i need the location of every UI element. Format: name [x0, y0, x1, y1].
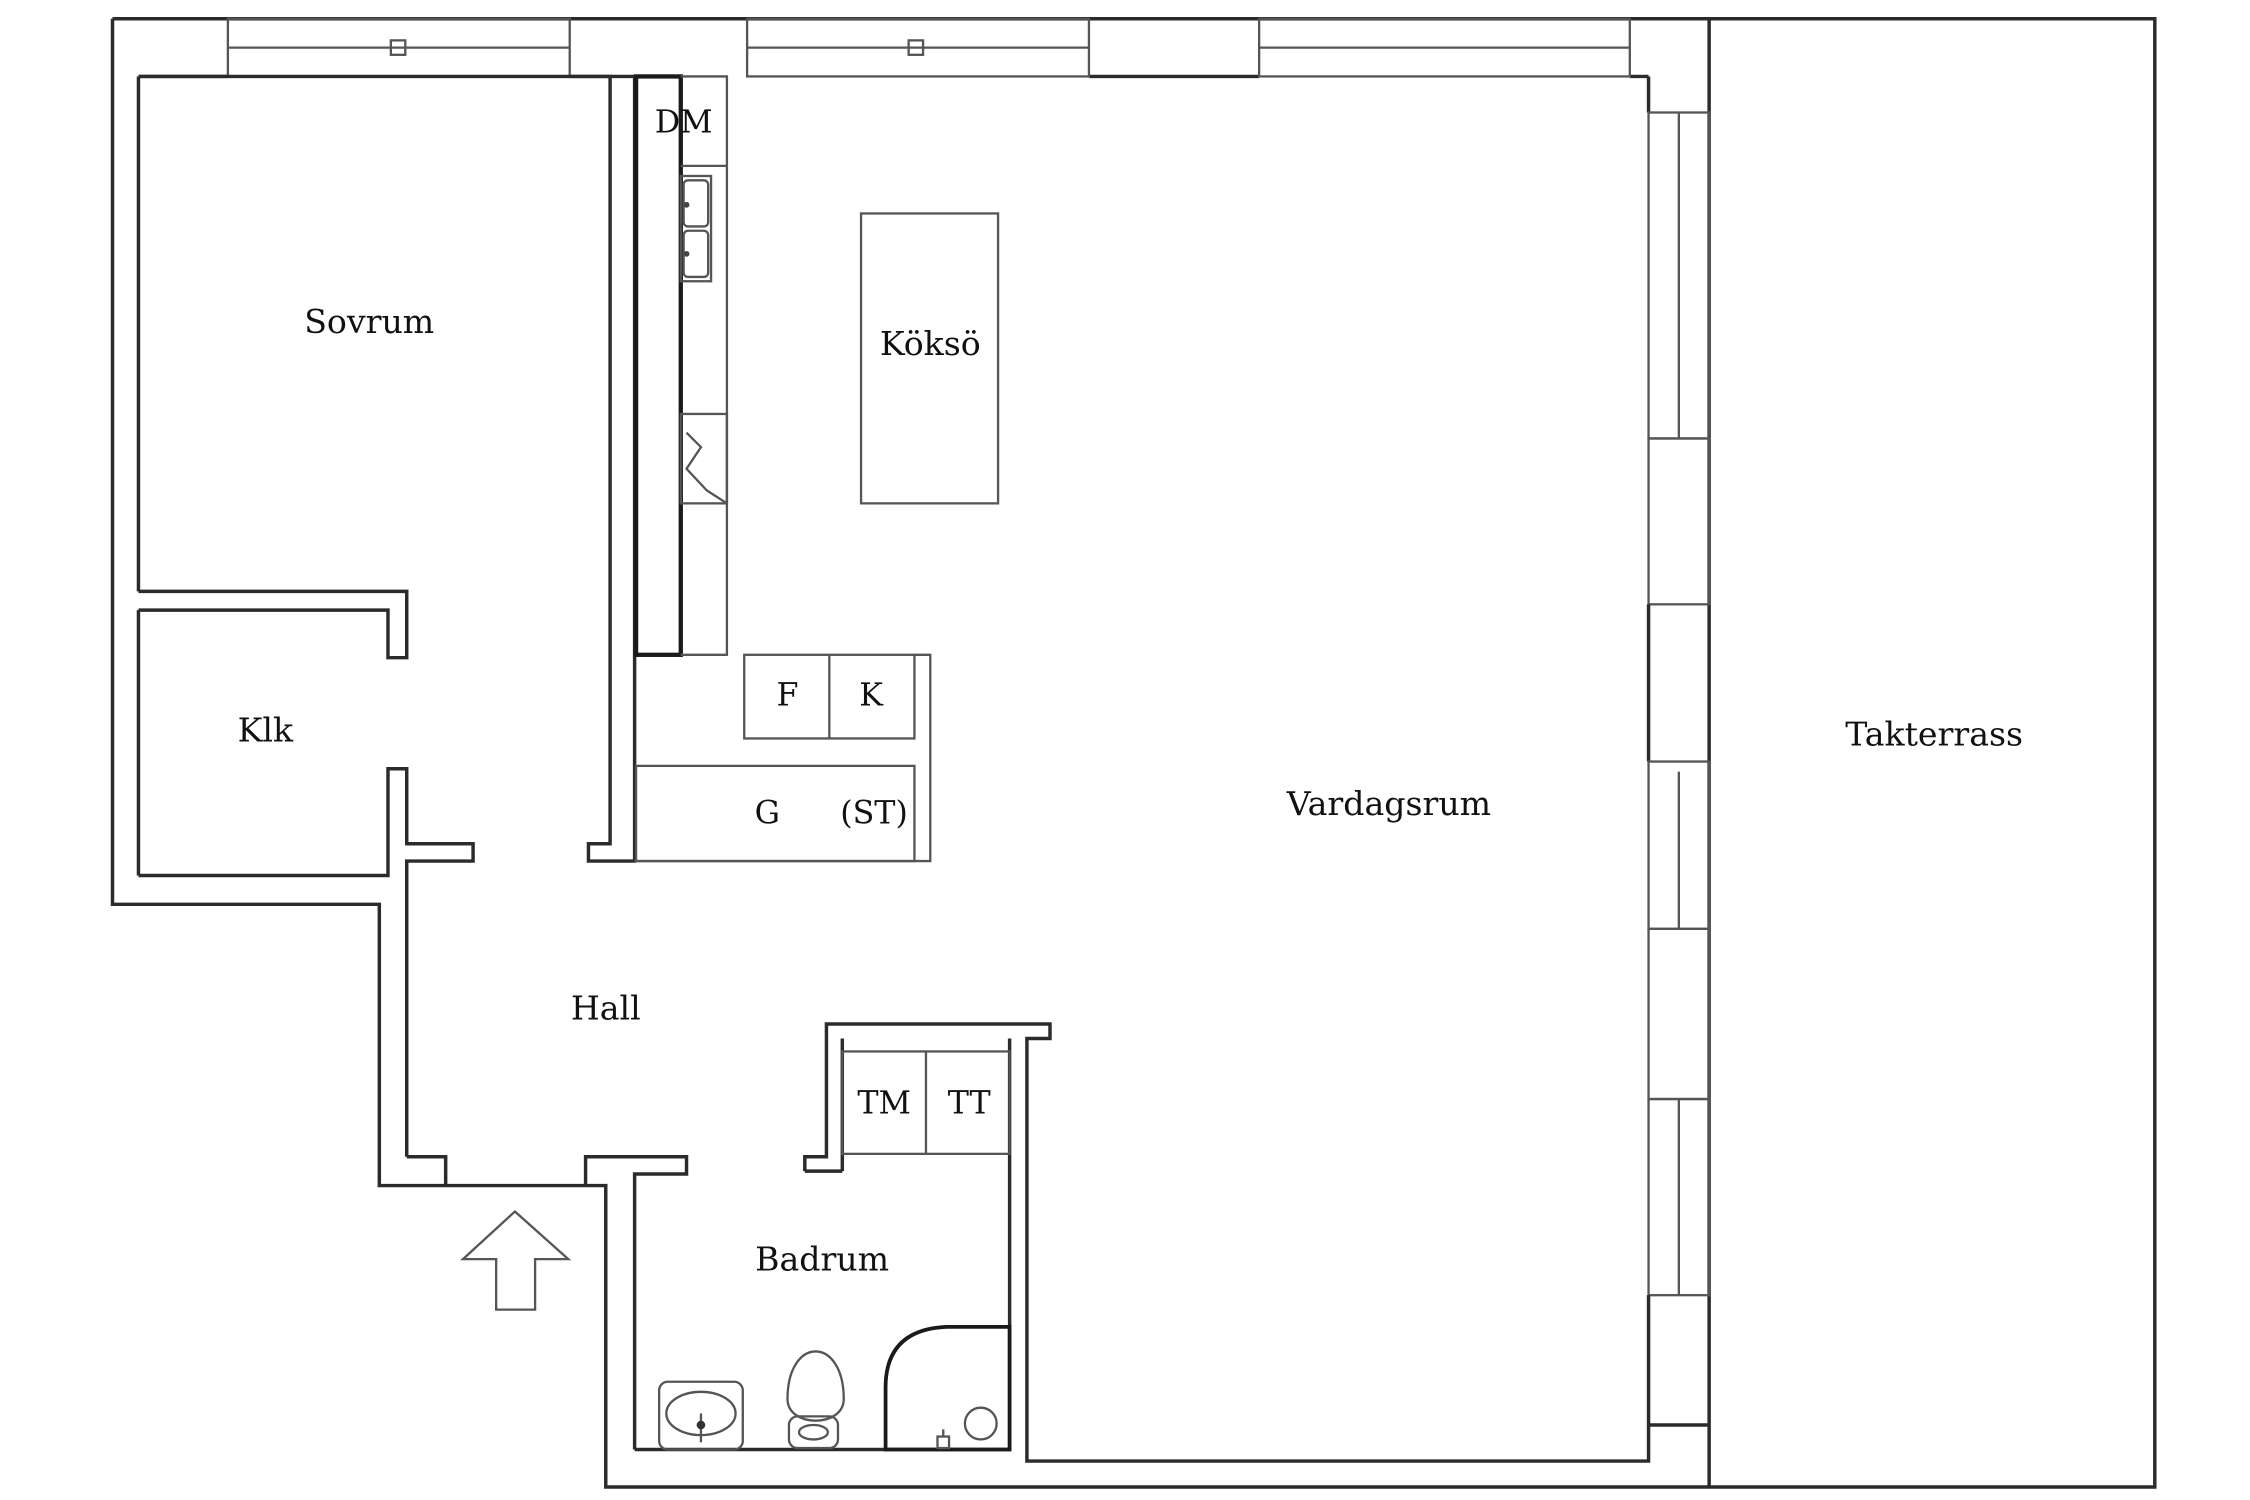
stove-icon	[679, 412, 729, 505]
fixture-label-k: K	[859, 677, 884, 713]
top-windows	[226, 17, 1631, 78]
kitchen-counter	[633, 74, 729, 657]
stove-oven-block	[634, 764, 916, 863]
room-label-hall: Hall	[571, 989, 641, 1028]
fixture-label-st: (ST)	[840, 796, 908, 832]
kitchen-sink-icon	[679, 174, 713, 283]
sink-icon	[657, 1380, 744, 1451]
right-windows	[1646, 76, 1711, 1427]
interior-walls	[138, 74, 1651, 1463]
room-label-badrum: Badrum	[755, 1240, 889, 1279]
shower-icon	[883, 1325, 1012, 1452]
room-label-kokso: Köksö	[880, 324, 981, 363]
laundry-block	[841, 1050, 1011, 1155]
fixture-label-f: F	[776, 677, 798, 713]
room-label-vardagsrum: Vardagsrum	[1286, 784, 1491, 823]
room-label-takterrass: Takterrass	[1845, 715, 2023, 754]
fixture-label-g: G	[755, 796, 780, 832]
fixture-label-tm: TM	[857, 1085, 911, 1121]
entrance-arrow-icon	[460, 1209, 572, 1311]
fixture-label-dm: DM	[655, 105, 713, 141]
room-label-klk: Klk	[238, 710, 294, 749]
toilet-icon	[786, 1350, 845, 1450]
fixture-label-tt: TT	[948, 1085, 991, 1121]
kitchen-island	[859, 212, 1000, 505]
room-label-sovrum: Sovrum	[304, 302, 434, 341]
